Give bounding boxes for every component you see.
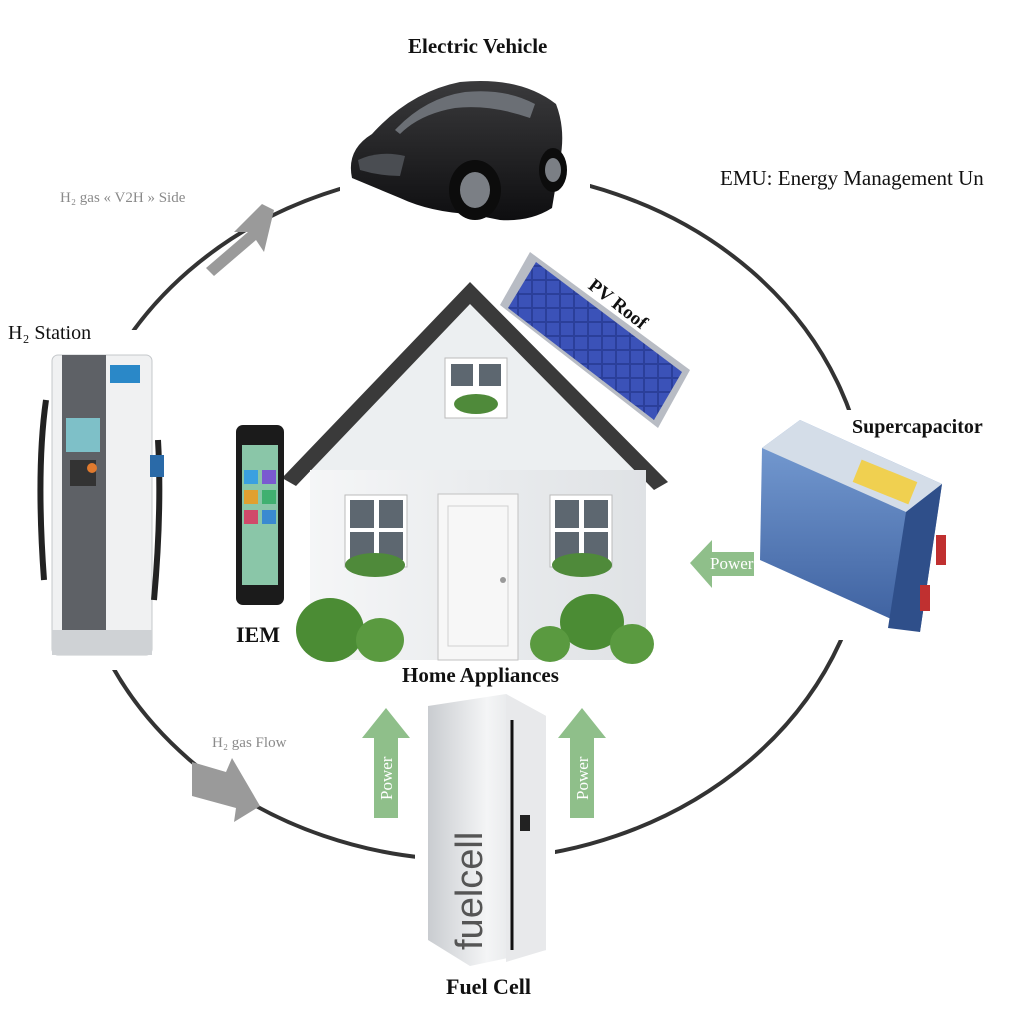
electric-vehicle-label: Electric Vehicle [408,34,548,58]
h2-flow-arrow [192,758,260,822]
svg-text:Power: Power [377,756,396,800]
h2-v2h-label: H₂ gas « V2H » Side [60,190,186,206]
h2-station-label: H₂ Station [8,322,92,344]
fuel-cell-icon: fuelcell [428,694,546,966]
iem-label: IEM [236,622,280,647]
house-icon [282,282,668,664]
fuel-cell-label: Fuel Cell [446,974,531,999]
solar-panel-icon [500,252,690,428]
fuelcell-brand: fuelcell [449,832,491,950]
supercapacitor-label: Supercapacitor [852,416,983,438]
smartphone-icon [236,425,284,605]
home-appliances-label: Home Appliances [402,663,559,687]
svg-text:Power: Power [710,554,754,573]
h2-flow-label: H₂ gas Flow [212,735,287,751]
emu-label: EMU: Energy Management Un [720,166,984,190]
supercapacitor-icon [760,420,946,632]
electric-car-icon [350,80,567,221]
h2-v2h-arrow [206,204,274,276]
hydrogen-station-icon [37,354,164,656]
power-arrow-left: Power [362,708,410,818]
power-arrow-middle: Power [558,708,606,818]
power-arrow-right: Power [690,540,754,588]
svg-text:Power: Power [573,756,592,800]
